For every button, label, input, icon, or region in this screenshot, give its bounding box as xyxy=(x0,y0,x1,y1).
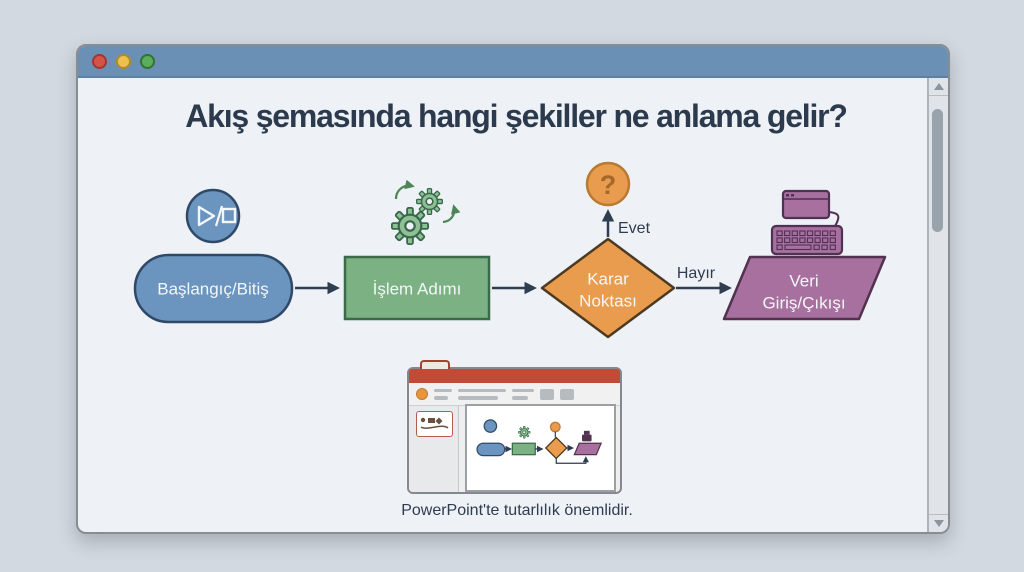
toolbar-line xyxy=(458,396,498,400)
question-glyph: ? xyxy=(600,170,617,200)
page-title: Akış şemasında hangi şekiller ne anlama … xyxy=(185,98,848,134)
toolbar-line xyxy=(512,388,534,392)
maximize-button[interactable] xyxy=(140,53,155,69)
mockup-slide-canvas xyxy=(465,404,616,492)
node-start-end xyxy=(133,253,294,324)
mockup-caption: PowerPoint'te tutarlılık önemlidir. xyxy=(401,502,633,519)
toolbar-button xyxy=(560,388,574,400)
edge-label-yes: Evet xyxy=(618,220,651,237)
edge-label-no: Hayır xyxy=(677,265,716,282)
toolbar-line xyxy=(512,396,528,400)
mockup-slide-panel xyxy=(409,406,459,492)
mini-decision xyxy=(544,436,568,460)
node-data-io xyxy=(722,255,887,321)
arrow-up-icon xyxy=(933,83,944,90)
node-data-io-label-1: Veri xyxy=(789,272,818,291)
node-process xyxy=(343,255,491,321)
minimize-button[interactable] xyxy=(116,53,131,69)
toolbar-line xyxy=(434,388,452,392)
mini-question-icon xyxy=(549,421,561,433)
toolbar-line xyxy=(434,396,448,400)
node-decision-label-2: Noktası xyxy=(579,292,637,311)
mini-start xyxy=(476,442,506,457)
node-process-label: İşlem Adımı xyxy=(373,280,462,299)
arrow-down-icon xyxy=(933,520,944,527)
flowchart-diagram: ? Başlangıç/Bitiş İşlem Adımı Karar Nokt… xyxy=(133,161,887,339)
question-mark-icon: ? xyxy=(585,161,631,207)
node-start-end-label: Başlangıç/Bitiş xyxy=(157,280,269,299)
window-titlebar xyxy=(78,46,948,78)
toolbar-line xyxy=(458,388,506,392)
mockup-toolbar xyxy=(409,383,620,406)
play-stop-icon xyxy=(185,188,241,244)
node-decision-label-1: Karar xyxy=(587,270,629,289)
mini-flowchart xyxy=(476,419,603,464)
toolbar-button xyxy=(540,388,554,400)
browser-window: Akış şemasında hangi şekiller ne anlama … xyxy=(76,44,950,534)
mockup-slide-thumbnail xyxy=(416,411,453,437)
node-data-io-label-2: Giriş/Çıkışı xyxy=(762,294,845,313)
mockup-body xyxy=(409,404,620,492)
mini-gear-icon xyxy=(518,426,531,439)
powerpoint-mockup xyxy=(407,360,622,494)
close-button[interactable] xyxy=(92,53,107,69)
gears-icon xyxy=(391,179,461,245)
scrollbar-thumb[interactable] xyxy=(932,109,943,232)
scroll-up-button[interactable] xyxy=(929,78,948,96)
mockup-app-icon xyxy=(416,388,428,400)
scroll-down-button[interactable] xyxy=(929,514,948,532)
thumbnail-doodle xyxy=(420,417,449,429)
mini-data-io xyxy=(573,442,603,456)
node-decision xyxy=(540,237,676,339)
mini-process xyxy=(511,442,536,456)
mini-start-icon xyxy=(483,419,498,433)
computer-keyboard-icon xyxy=(770,189,844,256)
vertical-scrollbar[interactable] xyxy=(927,78,948,532)
mockup-titlebar xyxy=(409,369,620,383)
mini-printer-icon xyxy=(582,434,592,442)
